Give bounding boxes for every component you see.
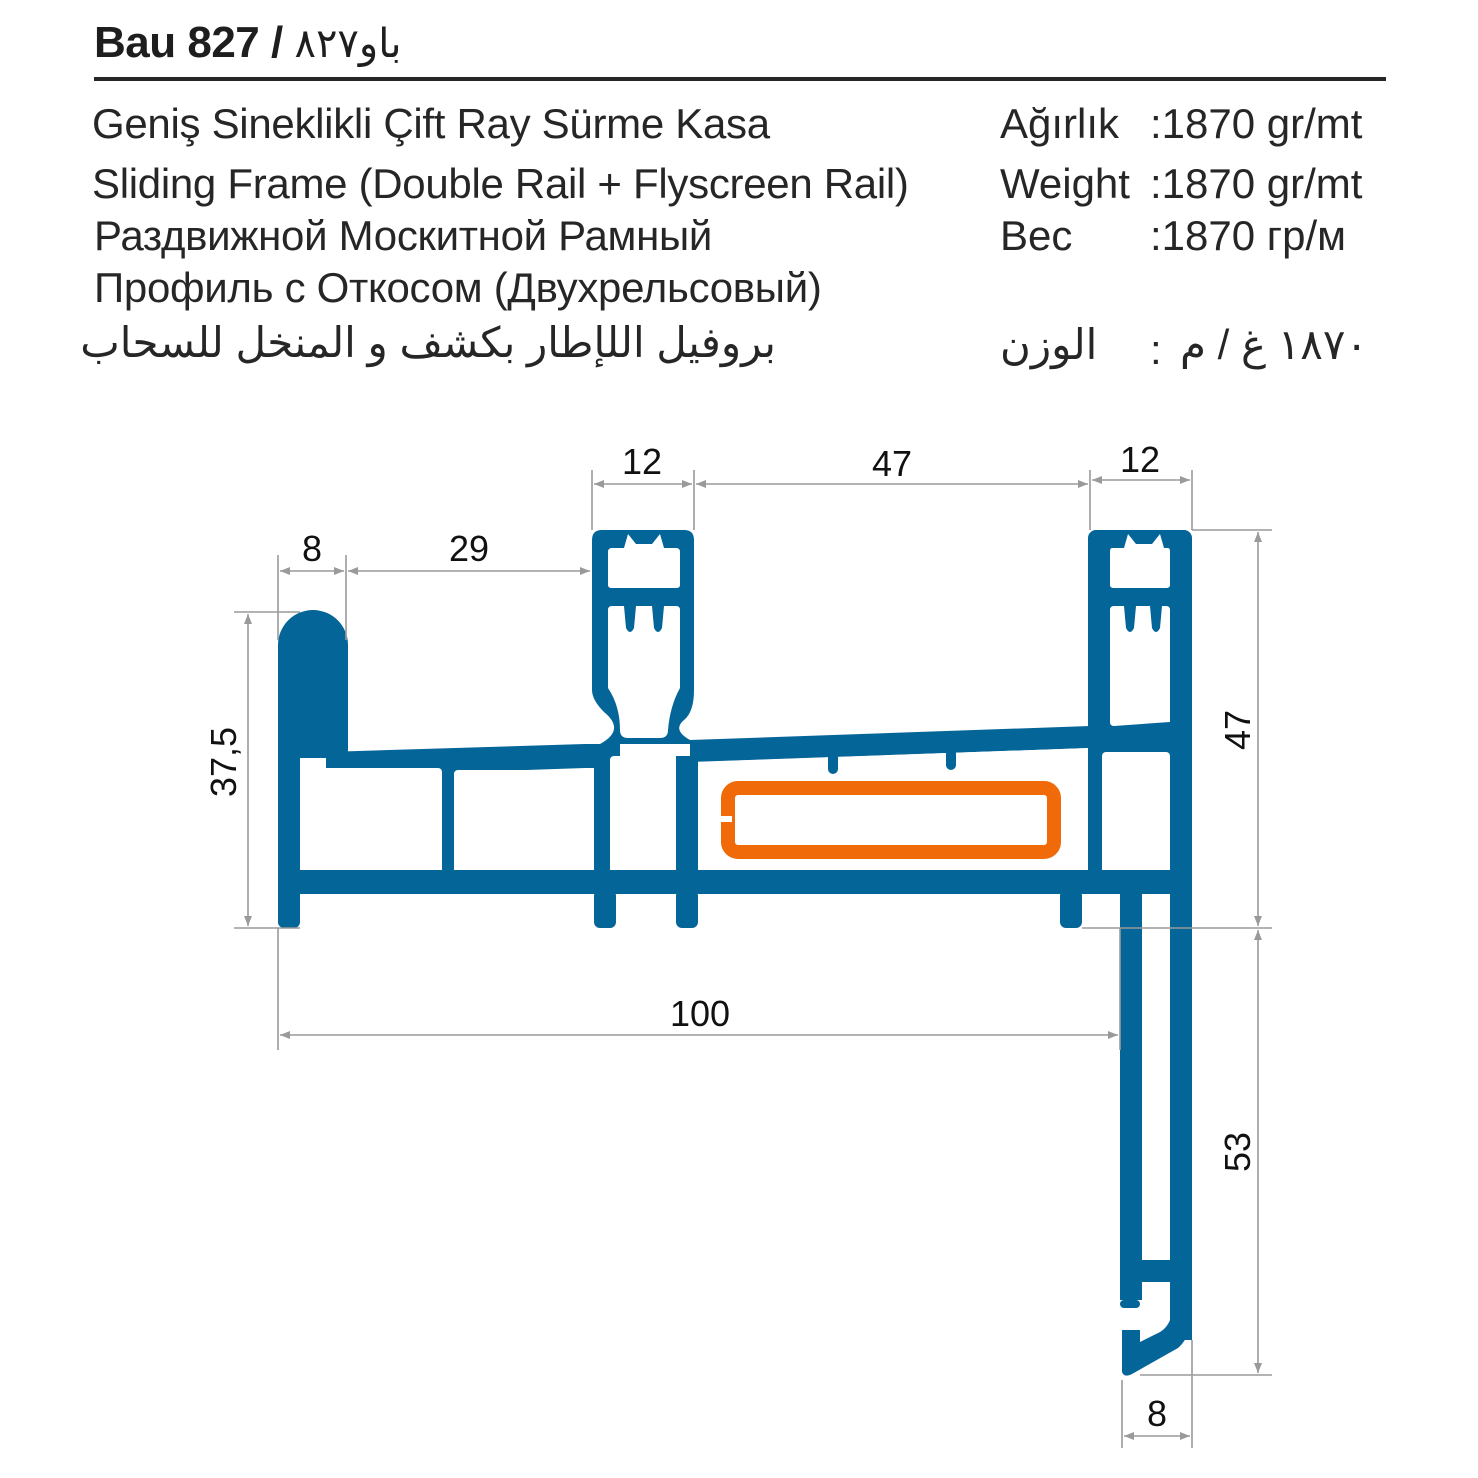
model-code: Bau 827 / — [94, 18, 283, 67]
dim-left-height: 37,5 — [203, 727, 244, 797]
weight-label-russian: Вес — [1000, 212, 1073, 259]
aluminium-profile — [278, 530, 1192, 1376]
rail-cavities — [300, 534, 1170, 1260]
description-english: Sliding Frame (Double Rail + Flyscreen R… — [92, 160, 909, 207]
description-arabic: بروفيل اللإطار بكشف و المنخل للسحاب — [80, 319, 776, 366]
weight-label-english: Weight — [1000, 160, 1130, 207]
dim-right-upper-height: 47 — [1217, 710, 1258, 750]
gasket-ribs — [828, 748, 956, 774]
dim-overall-width: 100 — [670, 993, 730, 1034]
dim-rail1-width: 12 — [622, 441, 662, 482]
profile-title: Bau 827 / باو٨٢٧ — [94, 18, 402, 68]
gasket-insert — [718, 781, 1061, 859]
description-turkish: Geniş Sineklikli Çift Ray Sürme Kasa — [92, 100, 770, 147]
weight-value-turkish: :1870 gr/mt — [1150, 100, 1363, 147]
dim-rail-spacing: 47 — [872, 443, 912, 484]
dim-top-gap: 29 — [449, 528, 489, 569]
dim-rail2-width: 12 — [1120, 439, 1160, 480]
weight-value-arabic: ١٨٧٠ غ / م — [1180, 321, 1368, 368]
description-russian-line1: Раздвижной Москитной Рамный — [94, 212, 713, 259]
weight-label-turkish: Ağırlık — [1000, 100, 1120, 147]
title-divider — [94, 77, 1386, 81]
description-russian-line2: Профиль с Откосом (Двухрельсовый) — [94, 264, 822, 311]
weight-value-english: :1870 gr/mt — [1150, 160, 1363, 207]
weight-value-russian: :1870 гр/м — [1150, 212, 1346, 259]
model-code-arabic: باو٨٢٧ — [294, 22, 402, 66]
dim-right-lower-height: 53 — [1217, 1132, 1258, 1172]
weight-label-arabic: الوزن — [1000, 321, 1098, 368]
weight-colon-arabic: : — [1150, 326, 1162, 373]
dimension-lines — [234, 470, 1272, 1448]
dim-flange-width: 8 — [1147, 1393, 1167, 1434]
dim-top-left-lip: 8 — [302, 528, 322, 569]
